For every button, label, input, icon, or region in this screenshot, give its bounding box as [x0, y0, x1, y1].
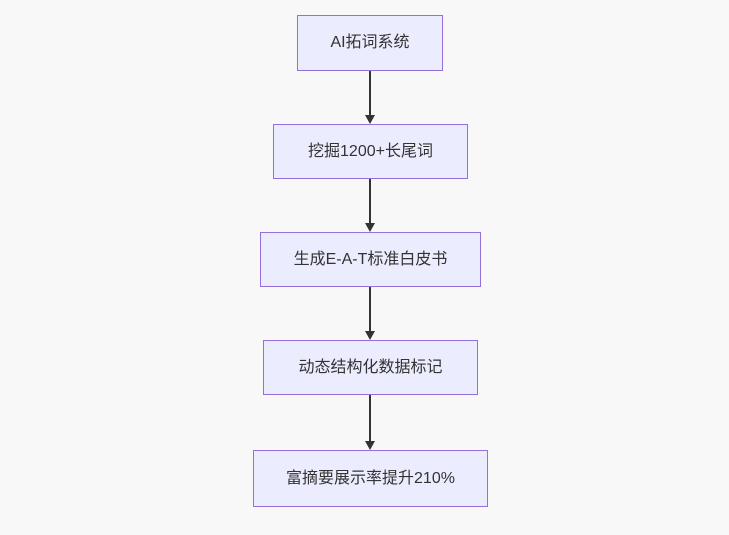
flow-node-ai-keyword-system: AI拓词系统 [297, 15, 443, 71]
arrow-head [365, 115, 375, 124]
flow-node-label: 富摘要展示率提升210% [286, 469, 455, 487]
flow-node-label: 生成E-A-T标准白皮书 [293, 250, 448, 268]
arrow-down-icon [364, 179, 376, 232]
flow-node-label: 动态结构化数据标记 [298, 358, 443, 376]
arrow-head [365, 441, 375, 450]
flow-node-label: 挖掘1200+长尾词 [308, 142, 433, 160]
arrow-down-icon [364, 395, 376, 450]
flow-node-label: AI拓词系统 [330, 34, 410, 51]
flow-node-eat-whitepaper: 生成E-A-T标准白皮书 [260, 232, 481, 287]
arrow-line [369, 287, 371, 331]
arrow-head [365, 331, 375, 340]
flow-node-longtail-mining: 挖掘1200+长尾词 [273, 124, 468, 179]
arrow-line [369, 395, 371, 441]
arrow-down-icon [364, 287, 376, 340]
arrow-down-icon [364, 71, 376, 124]
arrow-line [369, 71, 371, 115]
flow-node-structured-data-markup: 动态结构化数据标记 [263, 340, 478, 395]
arrow-head [365, 223, 375, 232]
flow-node-rich-snippet-uplift: 富摘要展示率提升210% [253, 450, 488, 507]
arrow-line [369, 179, 371, 223]
